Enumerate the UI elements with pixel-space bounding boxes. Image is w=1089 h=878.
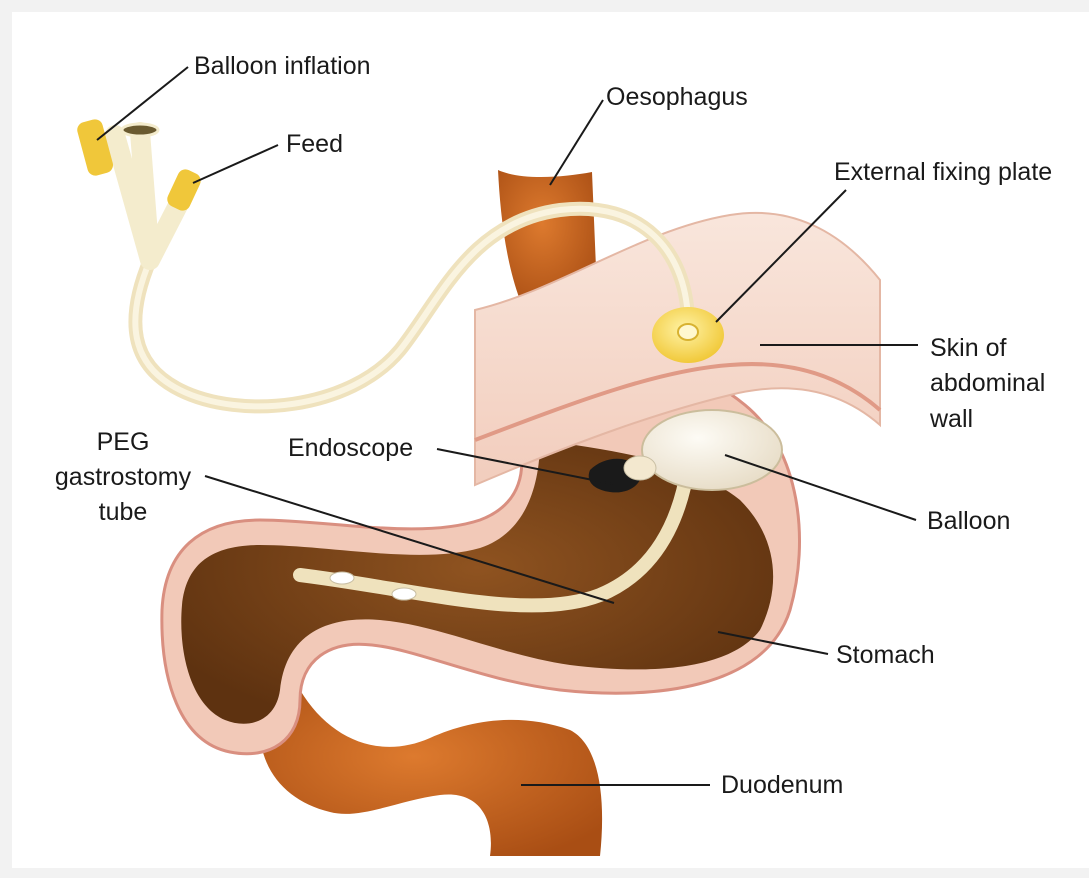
label-skin-line3: wall xyxy=(930,404,973,435)
label-duodenum: Duodenum xyxy=(721,770,843,801)
label-oesophagus: Oesophagus xyxy=(606,82,748,113)
label-endoscope: Endoscope xyxy=(288,433,413,464)
label-external-fixing-plate: External fixing plate xyxy=(834,157,1052,188)
label-balloon-inflation: Balloon inflation xyxy=(194,51,371,82)
label-skin-line2: abdominal xyxy=(930,368,1045,399)
label-feed: Feed xyxy=(286,129,343,160)
label-stomach: Stomach xyxy=(836,640,935,671)
label-peg-line3: tube xyxy=(40,497,206,528)
label-peg-line1: PEG xyxy=(40,427,206,458)
label-balloon: Balloon xyxy=(927,506,1010,537)
label-skin-line1: Skin of xyxy=(930,333,1006,364)
label-peg-line2: gastrostomy xyxy=(40,462,206,493)
